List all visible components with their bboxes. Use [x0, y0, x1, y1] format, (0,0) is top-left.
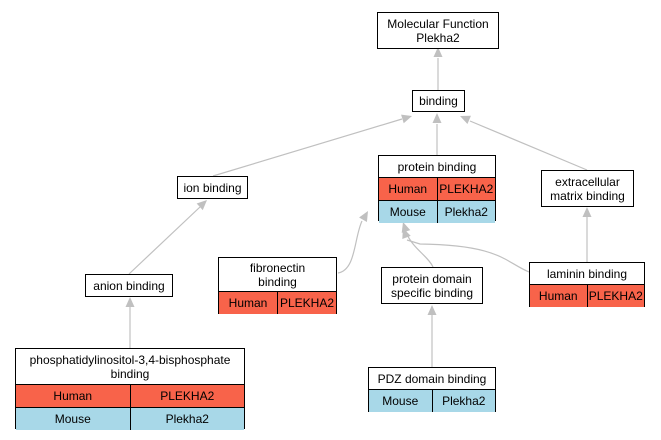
species-cell: Human: [538, 289, 578, 303]
species-row-mouse: Mouse Plekha2: [379, 200, 495, 223]
edge-ion-to-binding: [212, 114, 412, 177]
arrowhead: [582, 207, 592, 217]
gene-cell: Plekha2: [436, 201, 496, 223]
gene-cell: Plekha2: [431, 390, 496, 412]
edge-ecm-to-binding: [460, 115, 588, 171]
gene-cell: PLEKHA2: [277, 292, 336, 314]
node-title: anion binding: [93, 278, 165, 293]
node-molecular-function-plekha2[interactable]: Molecular Function Plekha2: [377, 12, 499, 49]
species-cell: Mouse: [54, 412, 91, 426]
node-laminin-binding[interactable]: laminin binding Human PLEKHA2: [529, 262, 645, 307]
species-cell: Human: [388, 182, 428, 196]
edge-laminin-to-protein: [402, 228, 530, 273]
species-row-mouse: Mouse Plekha2: [369, 389, 495, 412]
node-pdz-domain-binding[interactable]: PDZ domain binding Mouse Plekha2: [368, 367, 496, 412]
node-protein-binding[interactable]: protein binding Human PLEKHA2 Mouse Plek…: [378, 155, 496, 223]
species-cell: Human: [228, 296, 268, 310]
arrowhead: [402, 228, 411, 239]
edge-pip-to-anion: [125, 297, 135, 348]
edge-protein-to-binding: [432, 113, 442, 155]
node-title: fibronectin binding: [249, 260, 306, 289]
node-anion-binding[interactable]: anion binding: [85, 274, 173, 297]
node-protein-domain-specific-binding[interactable]: protein domain specific binding: [381, 267, 483, 304]
arrowhead: [401, 114, 412, 124]
arrowhead: [359, 211, 368, 222]
species-row-mouse: Mouse Plekha2: [16, 407, 244, 430]
node-title: laminin binding: [546, 266, 628, 281]
species-row-human: Human PLEKHA2: [530, 284, 644, 307]
node-title: ion binding: [183, 180, 242, 195]
node-title: protein binding: [397, 159, 477, 174]
edge-fibronectin-to-protein: [337, 211, 368, 274]
gene-cell: PLEKHA2: [586, 285, 645, 307]
node-title: phosphatidylinositol-3,4-bisphosphate bi…: [29, 352, 231, 381]
node-ion-binding[interactable]: ion binding: [177, 176, 248, 199]
arrowhead: [432, 113, 442, 123]
arrowhead: [427, 305, 437, 315]
species-cell: Mouse: [382, 394, 419, 408]
node-binding[interactable]: binding: [412, 90, 465, 112]
species-row-human: Human PLEKHA2: [219, 291, 336, 314]
species-row-human: Human PLEKHA2: [379, 177, 495, 200]
edge-binding-to-root: [433, 47, 443, 90]
species-row-human: Human PLEKHA2: [16, 384, 244, 407]
node-phosphatidylinositol-bisphosphate-binding[interactable]: phosphatidylinositol-3,4-bisphosphate bi…: [15, 348, 245, 430]
arrowhead: [433, 47, 443, 57]
edge-pdz-to-pdb: [427, 305, 437, 367]
node-extracellular-matrix-binding[interactable]: extracellular matrix binding: [541, 170, 634, 207]
node-fibronectin-binding[interactable]: fibronectin binding Human PLEKHA2: [218, 257, 337, 314]
node-title: protein domain specific binding: [390, 271, 474, 300]
species-cell: Mouse: [389, 205, 426, 219]
node-title: binding: [419, 94, 458, 108]
arrowhead: [125, 297, 135, 307]
edge-laminin-to-ecm: [582, 207, 592, 262]
node-title: Molecular Function Plekha2: [387, 16, 489, 45]
gene-cell: Plekha2: [129, 408, 245, 430]
species-cell: Human: [53, 389, 93, 403]
node-title: extracellular matrix binding: [550, 174, 625, 203]
node-title: PDZ domain binding: [377, 371, 487, 386]
arrowhead: [460, 115, 471, 125]
gene-cell: PLEKHA2: [436, 178, 496, 200]
edge-anion-to-ion: [128, 200, 207, 275]
arrowhead: [196, 200, 207, 211]
gene-cell: PLEKHA2: [129, 385, 245, 407]
